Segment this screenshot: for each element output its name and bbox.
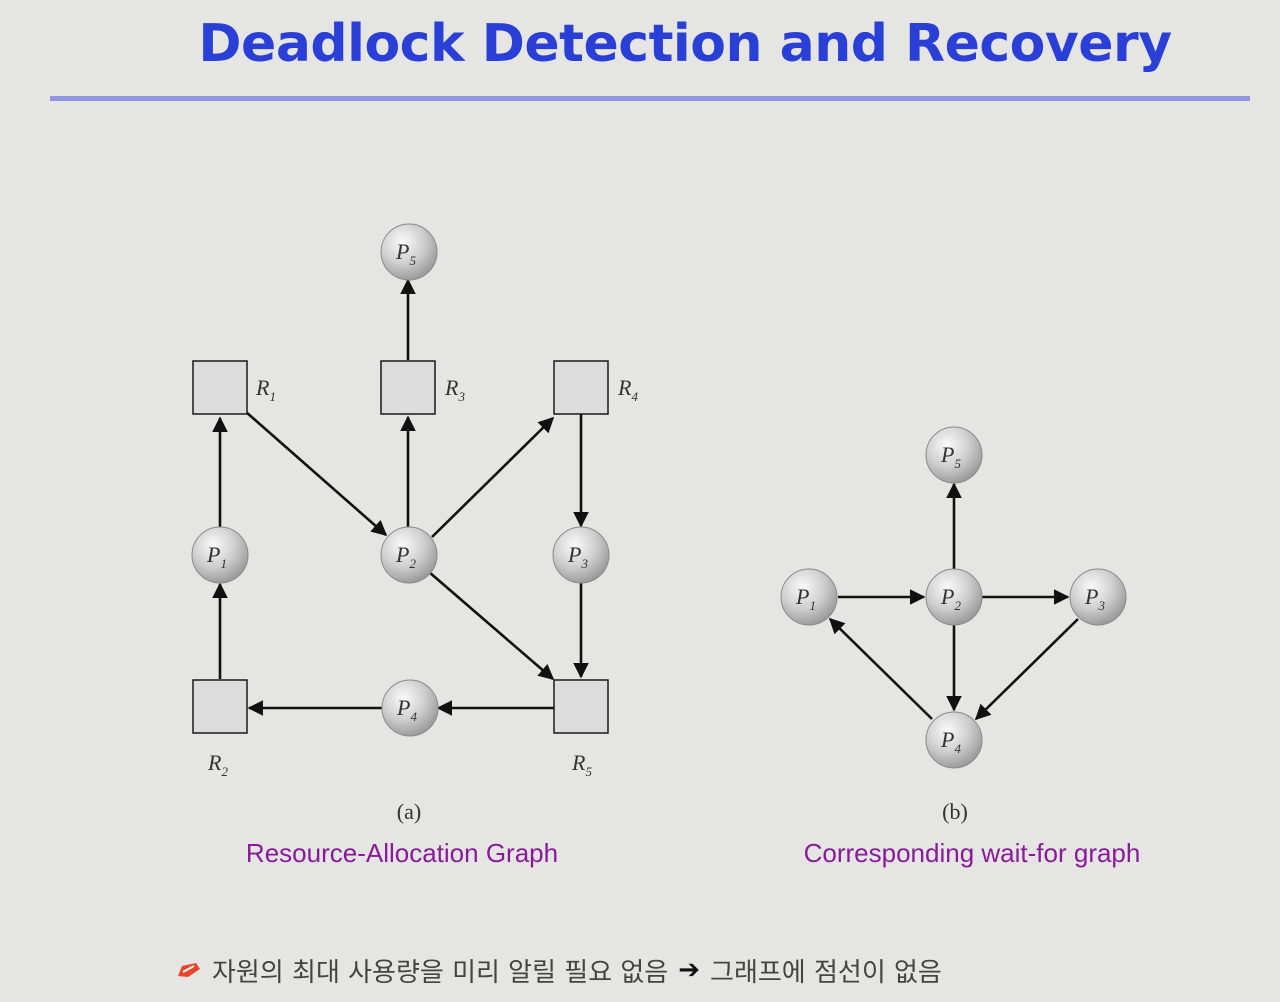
label-r3: R3 xyxy=(444,375,465,404)
resource-r2 xyxy=(192,679,248,734)
process-p5-b: P5 xyxy=(925,426,983,484)
edge-b-p4-p1 xyxy=(828,617,933,720)
edge-r1-p2 xyxy=(245,411,388,537)
label-r4: R4 xyxy=(617,375,638,404)
pencil-bullet-icon xyxy=(178,963,200,977)
graph-a-edges xyxy=(212,278,589,716)
process-p2-a: P2 xyxy=(380,526,438,584)
process-p3-a: P3 xyxy=(552,526,610,584)
edge-p2-r5 xyxy=(428,571,555,681)
edge-b-p3-p4 xyxy=(974,618,1079,721)
resource-r3 xyxy=(380,360,436,415)
caption-b-text: Corresponding wait-for graph xyxy=(804,838,1141,868)
caption-b-letter: (b) xyxy=(942,799,968,824)
process-p4-b: P4 xyxy=(925,711,983,769)
graph-a-resources xyxy=(192,360,609,734)
caption-a-letter: (a) xyxy=(397,799,421,824)
resource-r1 xyxy=(192,360,248,415)
footer-text-before: 자원의 최대 사용량을 미리 알릴 필요 없음 xyxy=(212,957,669,988)
process-p1-a: P1 xyxy=(191,526,249,584)
process-p3-b: P3 xyxy=(1069,568,1127,626)
slide-title: Deadlock Detection and Recovery xyxy=(198,14,1172,74)
footer-text-after: 그래프에 점선이 없음 xyxy=(710,957,942,988)
process-p1-b: P1 xyxy=(780,568,838,626)
footer-arrow: ➔ xyxy=(678,955,701,985)
resource-r5 xyxy=(553,679,609,734)
graph-b-processes: P5 P1 P2 P3 P4 xyxy=(780,426,1127,769)
process-p4-a: P4 xyxy=(381,679,439,737)
resource-r4 xyxy=(553,360,609,415)
graph-a-processes: P5 P1 P2 P3 P4 xyxy=(191,223,610,737)
title-underline xyxy=(50,96,1250,101)
process-p2-b: P2 xyxy=(925,568,983,626)
label-r5: R5 xyxy=(571,750,592,779)
graph-b-edges xyxy=(828,482,1079,721)
process-p5-a: P5 xyxy=(380,223,438,281)
label-r1: R1 xyxy=(255,375,276,404)
footer-note: 자원의 최대 사용량을 미리 알릴 필요 없음 ➔ 그래프에 점선이 없음 xyxy=(176,950,942,990)
caption-a-text: Resource-Allocation Graph xyxy=(246,838,558,868)
edge-p2-r4 xyxy=(431,416,555,538)
label-r2: R2 xyxy=(207,750,228,779)
